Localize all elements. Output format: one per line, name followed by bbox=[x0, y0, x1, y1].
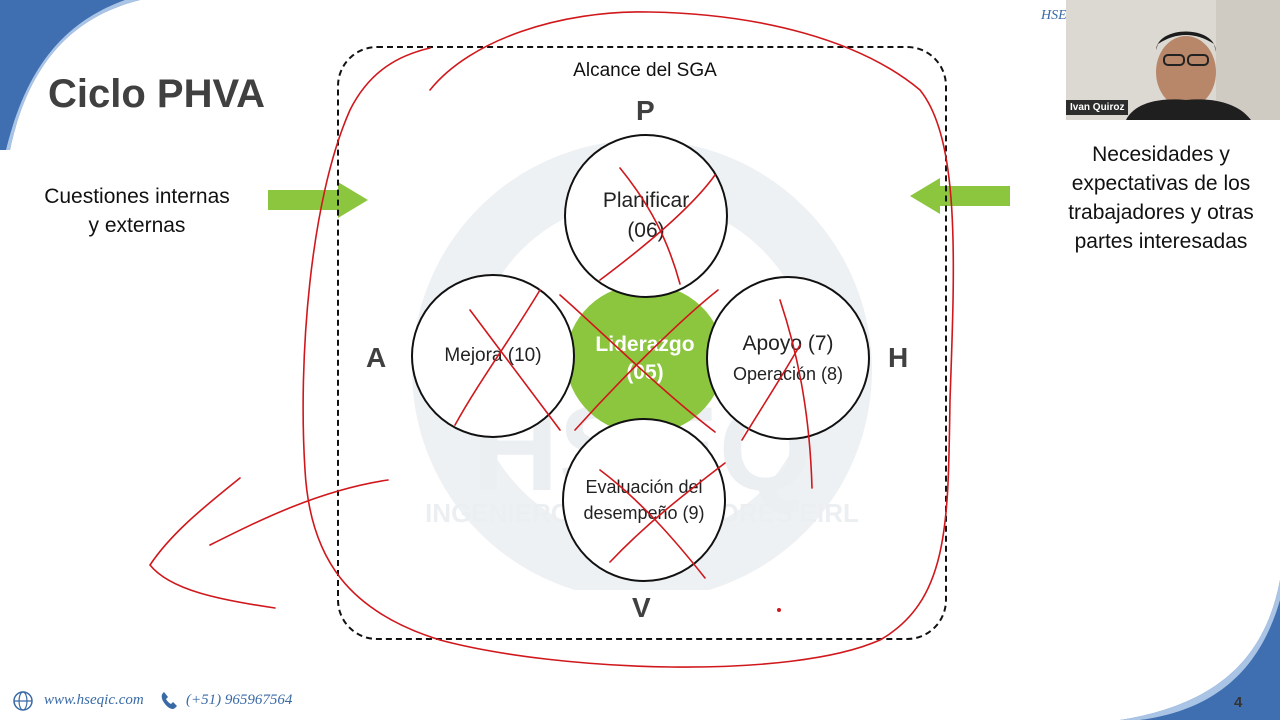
participant-name: Ivan Quiroz bbox=[1066, 100, 1129, 115]
letter-p: P bbox=[636, 95, 655, 126]
left-input-line2: y externas bbox=[88, 214, 186, 237]
cross-lid-1 bbox=[559, 294, 716, 433]
mejora-circle: Mejora (10) bbox=[411, 274, 575, 438]
cross-apoyo-2 bbox=[741, 344, 801, 441]
right-input-line1: Necesidades y bbox=[1092, 143, 1230, 166]
scope-label: Alcance del SGA bbox=[573, 60, 717, 81]
cross-plan-2 bbox=[599, 174, 716, 281]
right-arrow-icon bbox=[268, 182, 368, 218]
footer-phone: (+51) 965967564 bbox=[186, 692, 293, 708]
cross-mejora-2 bbox=[454, 289, 541, 426]
corner-decoration-bottom-right bbox=[1120, 580, 1280, 720]
letter-a: A bbox=[366, 342, 387, 373]
operacion-label: Operación (8) bbox=[732, 363, 844, 384]
right-input-line2: expectativas de los bbox=[1071, 172, 1251, 195]
cross-mejora-1 bbox=[469, 309, 561, 431]
apoyo-circle: Apoyo (7) Operación (8) bbox=[706, 276, 870, 440]
cross-apoyo-1 bbox=[779, 299, 813, 489]
corner-decoration bbox=[0, 0, 140, 150]
letter-h: H bbox=[888, 342, 909, 373]
slide-title: Ciclo PHVA bbox=[48, 72, 266, 116]
cross-eval-2 bbox=[599, 469, 706, 579]
footer-website-link[interactable]: www.hseqic.com bbox=[44, 692, 144, 708]
scope-loop-annotation bbox=[302, 11, 955, 668]
left-input-line1: Cuestiones internas bbox=[44, 185, 230, 208]
evaluacion-label-line2: desempeño (9) bbox=[583, 503, 705, 523]
apoyo-label: Apoyo (7) bbox=[742, 331, 834, 355]
letter-v: V bbox=[632, 592, 651, 623]
evaluacion-circle: Evaluación del desempeño (9) bbox=[562, 418, 726, 582]
cross-eval-1 bbox=[609, 462, 726, 563]
pen-dot bbox=[777, 608, 781, 612]
worker-needs-label: Necesidades y expectativas de los trabaj… bbox=[1048, 140, 1274, 256]
mejora-label: Mejora (10) bbox=[444, 345, 542, 366]
cross-plan-1 bbox=[619, 167, 681, 285]
right-input-line4: partes interesadas bbox=[1074, 230, 1248, 253]
right-input-line3: trabajadores y otras bbox=[1068, 201, 1254, 224]
phone-icon bbox=[161, 692, 177, 709]
page-number: 4 bbox=[1234, 694, 1243, 711]
arrow-shaft-annotation bbox=[209, 479, 389, 546]
planificar-circle: Planificar (06) bbox=[564, 134, 728, 298]
internal-external-issues-label: Cuestiones internas y externas bbox=[28, 182, 246, 240]
left-arrow-icon bbox=[910, 178, 1010, 214]
header-tag: HSE bbox=[1041, 8, 1067, 23]
sga-scope-box bbox=[337, 46, 947, 640]
globe-icon bbox=[13, 691, 33, 711]
planificar-label: Planificar bbox=[602, 189, 690, 212]
arrow-head-annotation bbox=[149, 477, 276, 609]
liderazgo-circle: Liderazgo (05) bbox=[566, 284, 724, 434]
cross-lid-2 bbox=[574, 289, 719, 431]
